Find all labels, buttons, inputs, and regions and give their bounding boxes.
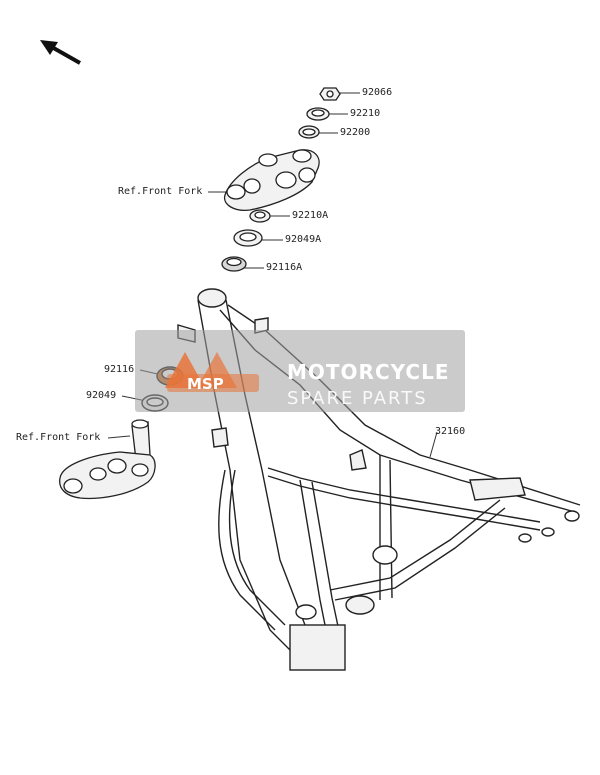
watermark-logo: MSP xyxy=(165,352,259,393)
front-direction-arrow-icon xyxy=(40,40,81,65)
callout-92210a: 92210A xyxy=(292,210,329,221)
callout-32160: 32160 xyxy=(435,426,466,437)
callout-92200: 92200 xyxy=(340,127,371,138)
callout-92210: 92210 xyxy=(350,108,381,119)
callout-92066: 92066 xyxy=(362,87,393,98)
watermark-subtitle: SPARE PARTS xyxy=(287,388,428,409)
callout-ref-front-fork-top: Ref.Front Fork xyxy=(118,186,203,197)
callout-ref-front-fork-bottom: Ref.Front Fork xyxy=(16,432,101,443)
nut-92066 xyxy=(319,87,341,101)
frame-32160 xyxy=(177,288,581,671)
washer-92200 xyxy=(298,125,320,139)
upper-triple-clamp xyxy=(223,149,320,211)
callout-92049: 92049 xyxy=(86,390,117,401)
watermark-banner: MSP MOTORCYCLE SPARE PARTS xyxy=(135,330,465,412)
nut-92210A xyxy=(249,209,271,223)
bearing-92116A xyxy=(221,256,247,272)
watermark-title: MOTORCYCLE xyxy=(287,360,450,384)
watermark-logo-text: MSP xyxy=(187,375,224,393)
callout-92116: 92116 xyxy=(104,364,135,375)
callout-92049a: 92049A xyxy=(285,234,322,245)
callout-92116a: 92116A xyxy=(266,262,303,273)
seal-92049A xyxy=(233,229,263,247)
lower-triple-clamp xyxy=(59,419,156,500)
nut-92210 xyxy=(306,107,330,121)
